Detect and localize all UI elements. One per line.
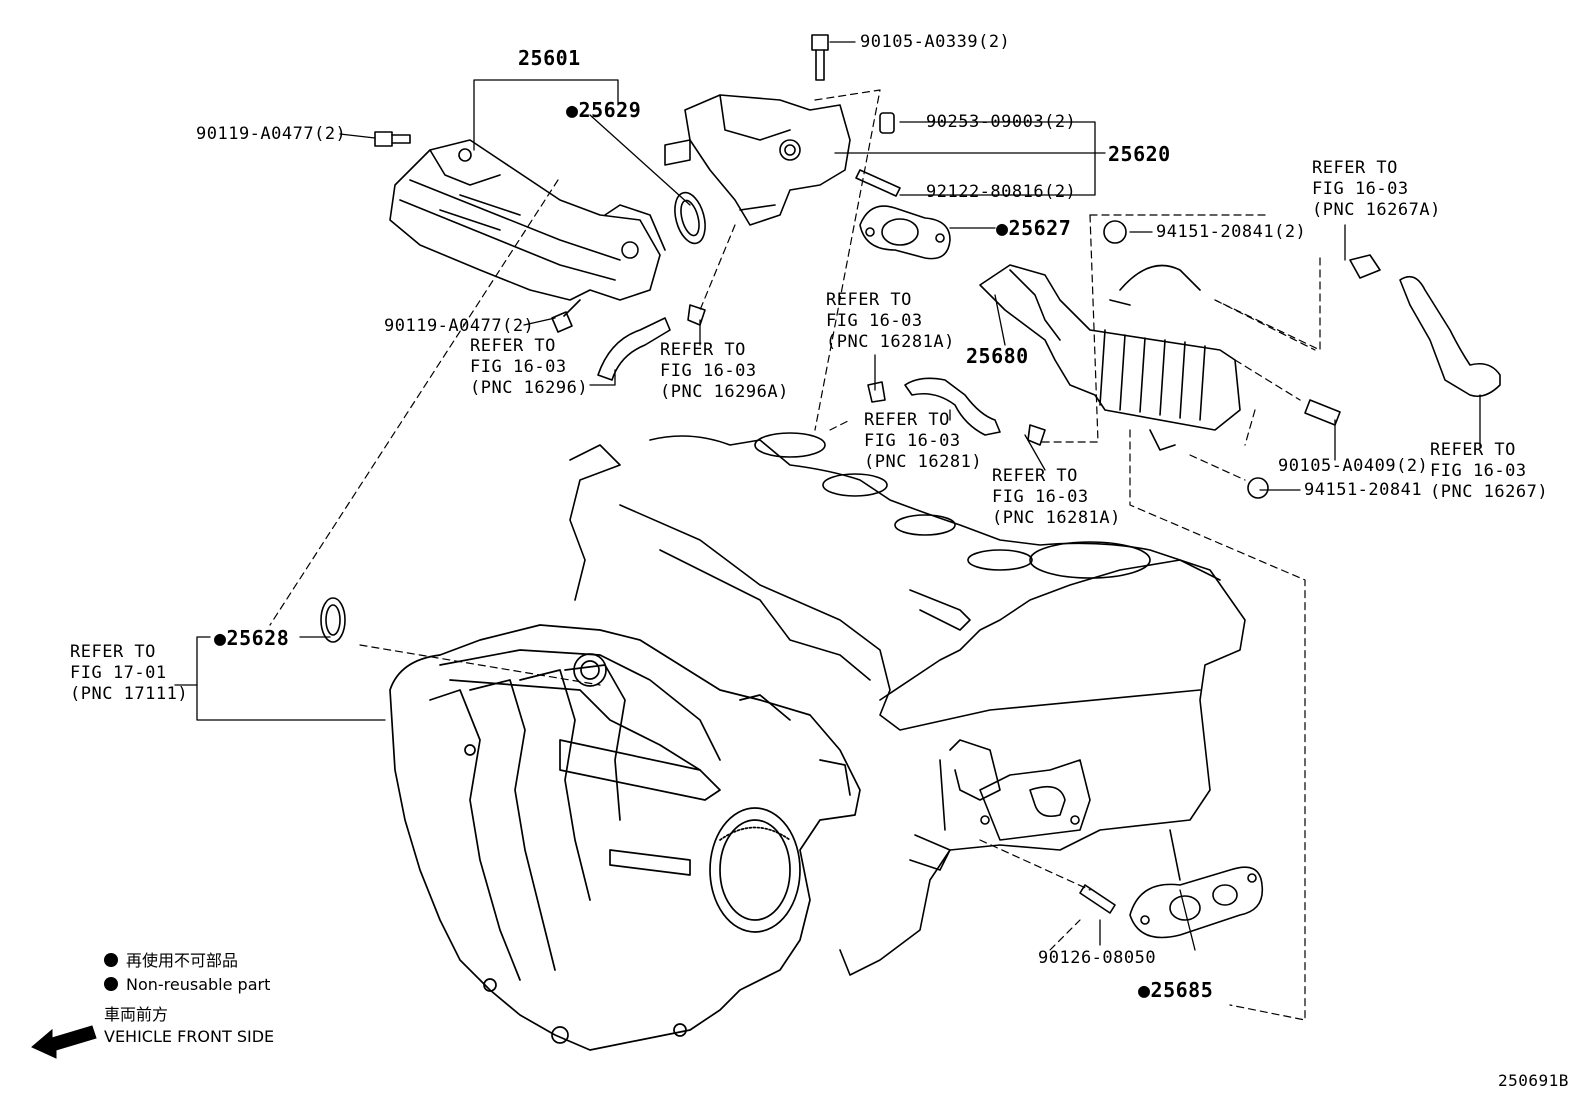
part-25685: ●25685 [1138,978,1214,1002]
part-90253: 90253-09003(2) [926,112,1077,132]
bolt-90105-a0409 [1304,399,1341,426]
legend-nonreusable-jp: 再使用不可部品 [104,950,238,972]
bolt-90119-top [374,131,411,147]
part-25627: ●25627 [996,216,1072,240]
intake-manifold [389,624,861,1051]
bullet-icon [104,977,118,991]
part-90119-top: 90119-A0477(2) [196,124,347,144]
part-25680: 25680 [966,344,1029,368]
part-90119-bottom: 90119-A0477(2) [384,316,535,336]
gasket-25628 [320,597,346,643]
dashed-lines [269,89,1321,1021]
clip-94151-bottom [1247,477,1269,499]
bolt-90119-bottom [551,299,581,333]
hose-16296 [597,304,706,381]
gasket-25629 [674,191,706,245]
gasket-25627 [859,205,951,260]
egr-valve [664,94,851,226]
part-94151: 94151-20841 [1304,480,1423,500]
part-25629: ●25629 [566,98,642,122]
pin-90253 [879,112,895,134]
egr-cooler-25680 [979,264,1241,451]
clip-94151-top [1103,220,1127,244]
figure-id: 250691B [1498,1071,1569,1090]
hose-16281 [867,377,1046,446]
bullet-icon [104,953,118,967]
part-92122: 92122-80816(2) [926,182,1077,202]
leader-lines [174,41,1481,951]
legend-front-en: VEHICLE FRONT SIDE [104,1027,275,1046]
hose-16267 [1349,254,1501,398]
part-90126: 90126-08050 [1038,948,1157,968]
bolt-90105-a0339 [811,34,829,81]
part-90105-a0339: 90105-A0339(2) [860,32,1011,52]
part-90105-a0409: 90105-A0409(2) [1278,456,1429,476]
stud-92122 [855,169,901,197]
front-arrow-icon [31,1025,97,1059]
gasket-25685 [1129,866,1264,939]
part-94151-pair: 94151-20841(2) [1156,222,1307,242]
legend-front-jp: 車両前方 [104,1005,169,1024]
stud-90126 [1079,884,1116,914]
legend-nonreusable-en: Non-reusable part [104,974,270,996]
engine-block [569,432,1246,976]
egr-pipe-25601 [389,139,666,301]
part-25628: ●25628 [214,626,290,650]
part-25620: 25620 [1108,142,1171,166]
part-25601: 25601 [518,46,581,70]
